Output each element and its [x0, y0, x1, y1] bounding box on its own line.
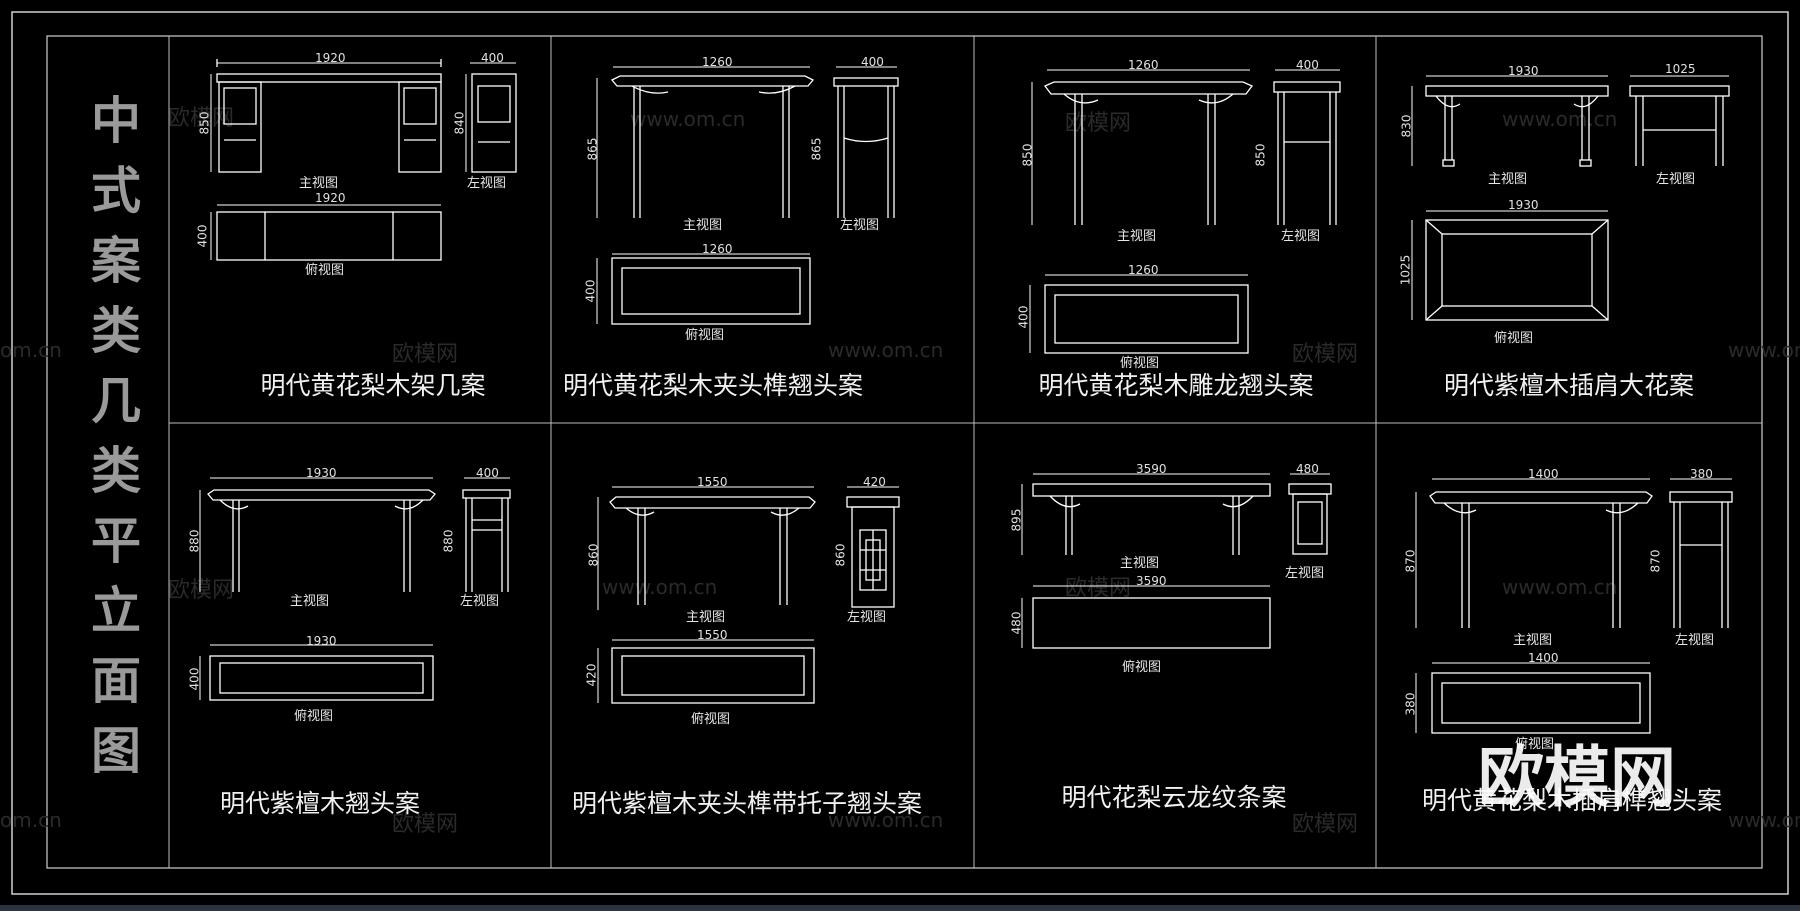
label-top-view: 俯视图	[685, 328, 725, 343]
label-front-view: 主视图	[1120, 556, 1160, 571]
dimension-plan-width: 1930	[1508, 198, 1539, 212]
panel-caption: 明代紫檀木插肩大花案	[1443, 371, 1694, 400]
dimension-width: 1930	[1508, 64, 1539, 78]
label-front-view: 主视图	[1488, 172, 1528, 187]
label-left-view: 左视图	[1285, 566, 1325, 581]
dimension-depth: 480	[1296, 462, 1319, 476]
watermark-brand: 欧模网	[1065, 111, 1132, 136]
watermark-brand: 欧模网	[392, 812, 459, 837]
dimension-plan-width: 1920	[315, 191, 346, 205]
dimension-plan-depth: 380	[1403, 692, 1418, 716]
dimension-width: 1260	[702, 55, 733, 69]
panel-caption: 明代黄花梨木夹头榫翘头案	[562, 371, 863, 400]
dimension-width: 1260	[1128, 58, 1159, 72]
watermark-url: www.om.cn	[602, 575, 718, 599]
dimension-width: 1550	[697, 475, 728, 489]
label-left-view: 左视图	[460, 594, 500, 609]
watermark-url: www.om.cn	[1502, 575, 1618, 599]
label-front-view: 主视图	[1513, 633, 1553, 648]
watermark-brand: 欧模网	[168, 578, 235, 603]
title-char: 图	[91, 722, 141, 780]
watermark-url: www.om.cn	[1502, 107, 1618, 131]
title-char: 立	[91, 582, 141, 640]
dimension-width: 3590	[1136, 462, 1167, 476]
label-top-view: 俯视图	[305, 263, 345, 278]
dimension-depth: 400	[1296, 58, 1319, 72]
dimension-plan-width: 1930	[306, 634, 337, 648]
label-top-view: 俯视图	[294, 709, 334, 724]
watermark-brand: 欧模网	[168, 106, 235, 131]
watermark-url: om.cn	[0, 338, 62, 362]
watermark-brand: 欧模网	[1292, 342, 1359, 367]
dimension-depth: 420	[863, 475, 886, 489]
dimension-width: 1930	[306, 466, 337, 480]
watermark-brand: 欧模网	[1292, 812, 1359, 837]
dimension-height-side: 870	[1648, 549, 1663, 573]
overlay-watermark: 欧模网	[1478, 739, 1676, 816]
watermark-brand: 欧模网	[392, 342, 459, 367]
watermark-url: www.om.cn	[828, 808, 944, 832]
label-front-view: 主视图	[686, 610, 726, 625]
label-top-view: 俯视图	[691, 712, 731, 727]
dimension-depth: 400	[481, 51, 504, 65]
panel-caption: 明代紫檀木翘头案	[219, 789, 420, 818]
label-top-view: 俯视图	[1515, 737, 1555, 752]
title-char: 式	[91, 162, 141, 220]
watermark-url: www.om.cn	[828, 338, 944, 362]
watermark-url: www.om.cn	[1728, 808, 1800, 832]
dimension-height: 870	[1403, 549, 1418, 573]
dimension-plan-width: 1260	[1128, 263, 1159, 277]
label-left-view: 左视图	[1675, 633, 1715, 648]
dimension-width: 1400	[1528, 467, 1559, 481]
title-char: 几	[91, 372, 141, 430]
dimension-depth: 400	[861, 55, 884, 69]
label-front-view: 主视图	[1117, 229, 1157, 244]
title-char: 案	[91, 232, 141, 290]
title-char: 中	[91, 92, 141, 150]
title-char: 类	[91, 302, 141, 360]
dimension-depth: 380	[1690, 467, 1713, 481]
panel-caption: 明代黄花梨木架几案	[260, 371, 486, 400]
label-top-view: 俯视图	[1494, 331, 1534, 346]
dimension-plan-width: 1550	[697, 628, 728, 642]
watermark-brand: 欧模网	[1065, 576, 1132, 601]
title-char: 平	[91, 512, 141, 570]
title-char: 类	[91, 442, 141, 500]
panel-caption: 明代花梨云龙纹条案	[1061, 783, 1287, 812]
label-front-view: 主视图	[299, 176, 339, 191]
watermark-url: www.om.cn	[1728, 338, 1800, 362]
panel-caption: 明代紫檀木夹头榫带托子翘头案	[571, 789, 922, 818]
panel-caption: 明代黄花梨木雕龙翘头案	[1038, 371, 1314, 400]
dimension-depth: 1025	[1665, 62, 1696, 76]
watermark-url: www.om.cn	[630, 107, 746, 131]
dimension-width: 1920	[315, 51, 346, 65]
label-top-view: 俯视图	[1122, 660, 1162, 675]
label-front-view: 主视图	[683, 218, 723, 233]
dimension-depth: 400	[476, 466, 499, 480]
label-left-view: 左视图	[1656, 172, 1696, 187]
label-left-view: 左视图	[847, 610, 887, 625]
watermark-url: om.cn	[0, 808, 62, 832]
panel-caption: 明代黄花梨木插肩榫翘头案	[1421, 786, 1722, 815]
label-top-view: 俯视图	[1120, 356, 1160, 371]
dimension-plan-width: 1400	[1528, 651, 1559, 665]
dimension-plan-width: 1260	[702, 242, 733, 256]
label-left-view: 左视图	[840, 218, 880, 233]
title-char: 面	[91, 652, 141, 710]
label-left-view: 左视图	[1281, 229, 1321, 244]
dimension-plan-width: 3590	[1136, 574, 1167, 588]
label-left-view: 左视图	[467, 176, 507, 191]
label-front-view: 主视图	[290, 594, 330, 609]
